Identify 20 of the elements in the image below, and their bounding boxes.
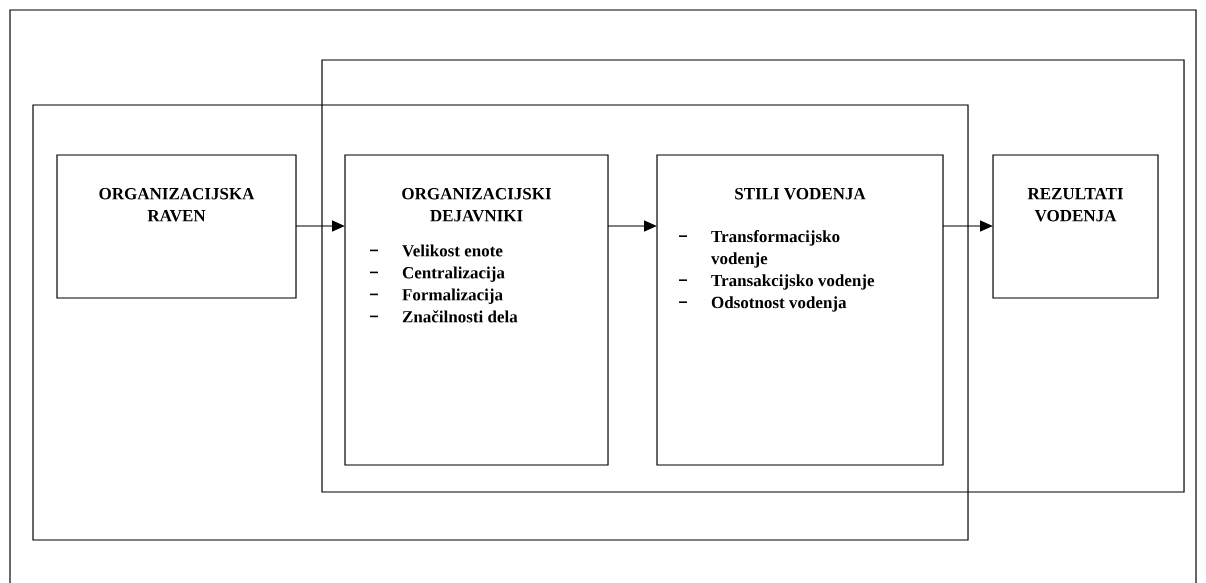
outline-box (321, 59, 1185, 493)
list-item: Formalizacija (369, 288, 503, 304)
list-item: Značilnosti dela (369, 310, 518, 323)
process-box (344, 154, 609, 466)
list-item: Odsotnost vodenja (678, 296, 847, 312)
arrow (607, 220, 657, 232)
list-item: Transformacijsko vodenje (678, 230, 840, 268)
heading: STILI VODENJA (735, 188, 866, 200)
arrow (295, 220, 345, 232)
arrow (942, 220, 993, 232)
process-box (992, 154, 1159, 299)
outline-box (32, 104, 969, 541)
list-item: Transakcijsko vodenje (678, 274, 875, 290)
heading: REZULTATI VODENJA (1027, 188, 1123, 222)
list-item: Velikost enote (369, 244, 503, 257)
heading: ORGANIZACIJSKA RAVEN (99, 188, 255, 222)
heading: ORGANIZACIJSKI DEJAVNIKI (402, 188, 551, 222)
list-item: Centralizacija (369, 266, 505, 282)
process-box (656, 154, 944, 466)
process-box (56, 154, 297, 299)
